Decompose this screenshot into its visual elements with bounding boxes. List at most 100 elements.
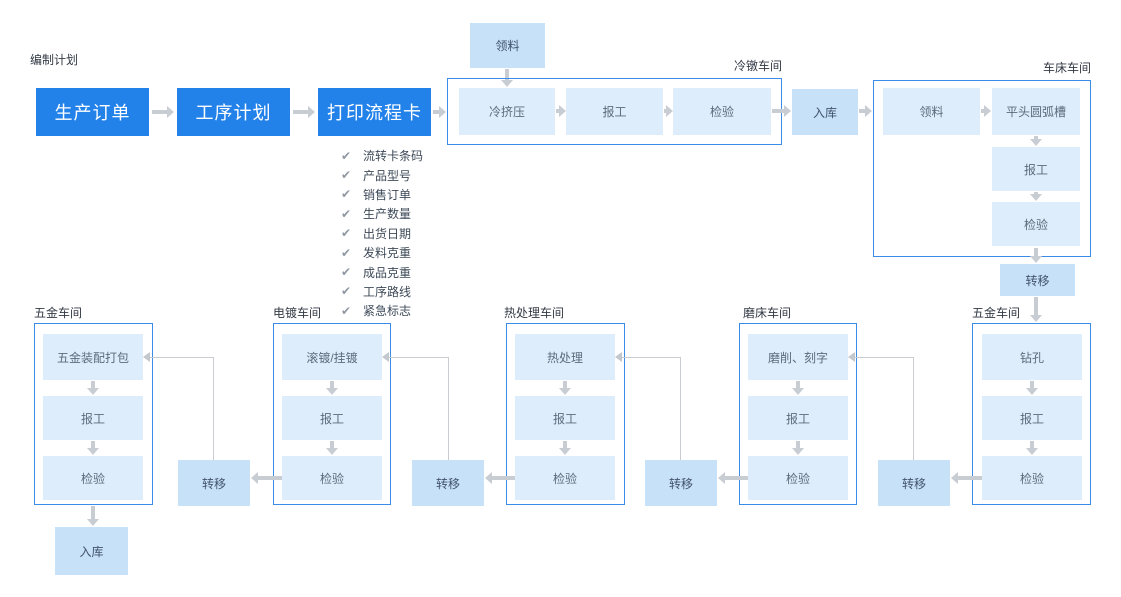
workshop-label-lathe: 车床车间 bbox=[1042, 61, 1091, 75]
workshop-group-plating bbox=[273, 323, 391, 505]
warehouse-in-node: 入库 bbox=[55, 527, 128, 575]
check-icon: ✔ bbox=[341, 187, 352, 202]
process-step-node: 检验 bbox=[43, 456, 143, 500]
process-step-node: 检验 bbox=[282, 456, 382, 500]
flow-arrow-down-icon bbox=[1029, 297, 1043, 322]
flow-arrow-right-icon bbox=[981, 104, 991, 118]
connector-line bbox=[855, 357, 914, 358]
flow-arrow-down-icon bbox=[1029, 248, 1043, 263]
connector-line bbox=[680, 358, 681, 460]
process-step-node: 检验 bbox=[673, 88, 771, 135]
workshop-group-grinding bbox=[739, 323, 857, 505]
checklist-item-label: 生产数量 bbox=[363, 207, 412, 222]
process-step-node: 检验 bbox=[992, 202, 1080, 246]
flow-arrow-left-icon bbox=[718, 471, 748, 485]
workshop-label-hardware-right: 五金车间 bbox=[972, 306, 1021, 320]
checklist-item: ✔ 流转卡条码 bbox=[341, 146, 423, 165]
checklist-item: ✔成品克重 bbox=[341, 262, 423, 281]
process-step-node: 报工 bbox=[515, 396, 615, 440]
check-icon: ✔ bbox=[341, 265, 352, 280]
process-step-node: 检验 bbox=[748, 456, 848, 500]
check-icon: ✔ bbox=[341, 245, 352, 260]
check-icon: ✔ bbox=[341, 206, 352, 221]
workshop-label-heat-treatment: 热处理车间 bbox=[504, 306, 565, 320]
flow-arrow-down-icon bbox=[791, 381, 805, 395]
process-step-node: 热处理 bbox=[515, 334, 615, 380]
plan-step-node-production-order: 生产订单 bbox=[36, 88, 149, 136]
workshop-label-cold-heading: 冷镦车间 bbox=[733, 59, 782, 73]
workshop-label-hardware-left: 五金车间 bbox=[34, 306, 83, 320]
check-icon: ✔ bbox=[341, 226, 352, 241]
connector-line bbox=[913, 358, 914, 460]
checklist-item: ✔发料克重 bbox=[341, 243, 423, 262]
planning-label: 编制计划 bbox=[30, 53, 79, 67]
flow-arrow-down-icon bbox=[86, 506, 100, 526]
flow-arrow-down-icon bbox=[558, 441, 572, 455]
process-step-node: 检验 bbox=[982, 456, 1082, 500]
connector-arrowhead-left-icon bbox=[143, 352, 150, 362]
flow-arrow-right-icon bbox=[293, 105, 315, 119]
process-step-node: 冷挤压 bbox=[459, 88, 555, 135]
checklist-item: ✔ 工序路线 bbox=[341, 282, 423, 301]
checklist-item: ✔紧急标志 bbox=[341, 301, 423, 320]
transfer-node: 转移 bbox=[645, 460, 717, 506]
transfer-node: 转移 bbox=[178, 460, 250, 506]
workshop-label-plating: 电镀车间 bbox=[273, 306, 322, 320]
check-icon: ✔ bbox=[341, 148, 352, 163]
checklist-item-label: 产品型号 bbox=[363, 168, 412, 183]
checklist-item-label: 紧急标志 bbox=[363, 304, 412, 319]
process-step-node: 报工 bbox=[992, 147, 1080, 191]
workshop-group-hardware-left bbox=[34, 323, 153, 505]
pick-material-node: 领料 bbox=[470, 23, 545, 68]
flow-arrow-down-icon bbox=[86, 381, 100, 395]
workshop-group-lathe bbox=[873, 80, 1091, 257]
process-step-node: 磨削、刻字 bbox=[748, 334, 848, 380]
flow-arrow-down-icon bbox=[1029, 192, 1043, 201]
flow-arrow-right-icon bbox=[556, 104, 566, 118]
process-step-node: 领料 bbox=[883, 88, 980, 135]
checklist-item-label: 工序路线 bbox=[363, 284, 412, 299]
check-icon: ✔ bbox=[341, 168, 352, 183]
flow-arrow-left-icon bbox=[485, 471, 515, 485]
connector-arrowhead-left-icon bbox=[615, 352, 622, 362]
checklist-item: ✔ 销售订单 bbox=[341, 185, 423, 204]
plan-step-node-print-flow-card: 打印流程卡 bbox=[318, 88, 431, 136]
connector-line bbox=[622, 357, 681, 358]
flow-arrow-right-icon bbox=[433, 105, 446, 119]
checklist-item: ✔ 生产数量 bbox=[341, 204, 423, 223]
process-step-node: 报工 bbox=[982, 396, 1082, 440]
flow-arrow-left-icon bbox=[951, 471, 982, 485]
checklist-item-label: 销售订单 bbox=[363, 187, 412, 202]
checklist-item: ✔ 产品型号 bbox=[341, 165, 423, 184]
flow-arrow-left-icon bbox=[251, 471, 282, 485]
connector-line bbox=[448, 358, 449, 460]
flow-arrow-right-icon bbox=[859, 104, 872, 118]
transfer-node: 转移 bbox=[878, 460, 950, 506]
flow-arrow-down-icon bbox=[791, 441, 805, 455]
process-step-node: 报工 bbox=[748, 396, 848, 440]
flow-arrow-right-icon bbox=[152, 105, 174, 119]
process-step-node: 滚镀/挂镀 bbox=[282, 334, 382, 380]
transfer-node: 转移 bbox=[412, 460, 484, 506]
flow-arrow-down-icon bbox=[1025, 381, 1039, 395]
flow-arrow-right-icon bbox=[664, 104, 673, 118]
connector-line bbox=[389, 357, 449, 358]
checklist-item-label: 出货日期 bbox=[363, 226, 412, 241]
process-step-node: 平头圆弧槽 bbox=[992, 88, 1080, 135]
workshop-label-grinding: 磨床车间 bbox=[743, 306, 792, 320]
connector-arrowhead-left-icon bbox=[382, 352, 389, 362]
flow-arrow-down-icon bbox=[325, 381, 339, 395]
flow-arrow-down-icon bbox=[1025, 441, 1039, 455]
flow-card-checklist: ✔ 流转卡条码 ✔ 产品型号 ✔ 销售订单 ✔ 生产数量 ✔ 出货日期 ✔发料克重 ✔成品… bbox=[341, 146, 423, 321]
connector-line bbox=[213, 358, 214, 460]
checklist-item-label: 流转卡条码 bbox=[363, 149, 424, 164]
process-step-node: 钻孔 bbox=[982, 334, 1082, 380]
flow-arrow-right-icon bbox=[772, 104, 791, 118]
check-icon: ✔ bbox=[341, 284, 352, 299]
process-step-node: 报工 bbox=[566, 88, 663, 135]
process-step-node: 检验 bbox=[515, 456, 615, 500]
workshop-group-heat-treatment bbox=[506, 323, 625, 505]
process-step-node: 五金装配打包 bbox=[43, 334, 143, 380]
process-step-node: 报工 bbox=[43, 396, 143, 440]
